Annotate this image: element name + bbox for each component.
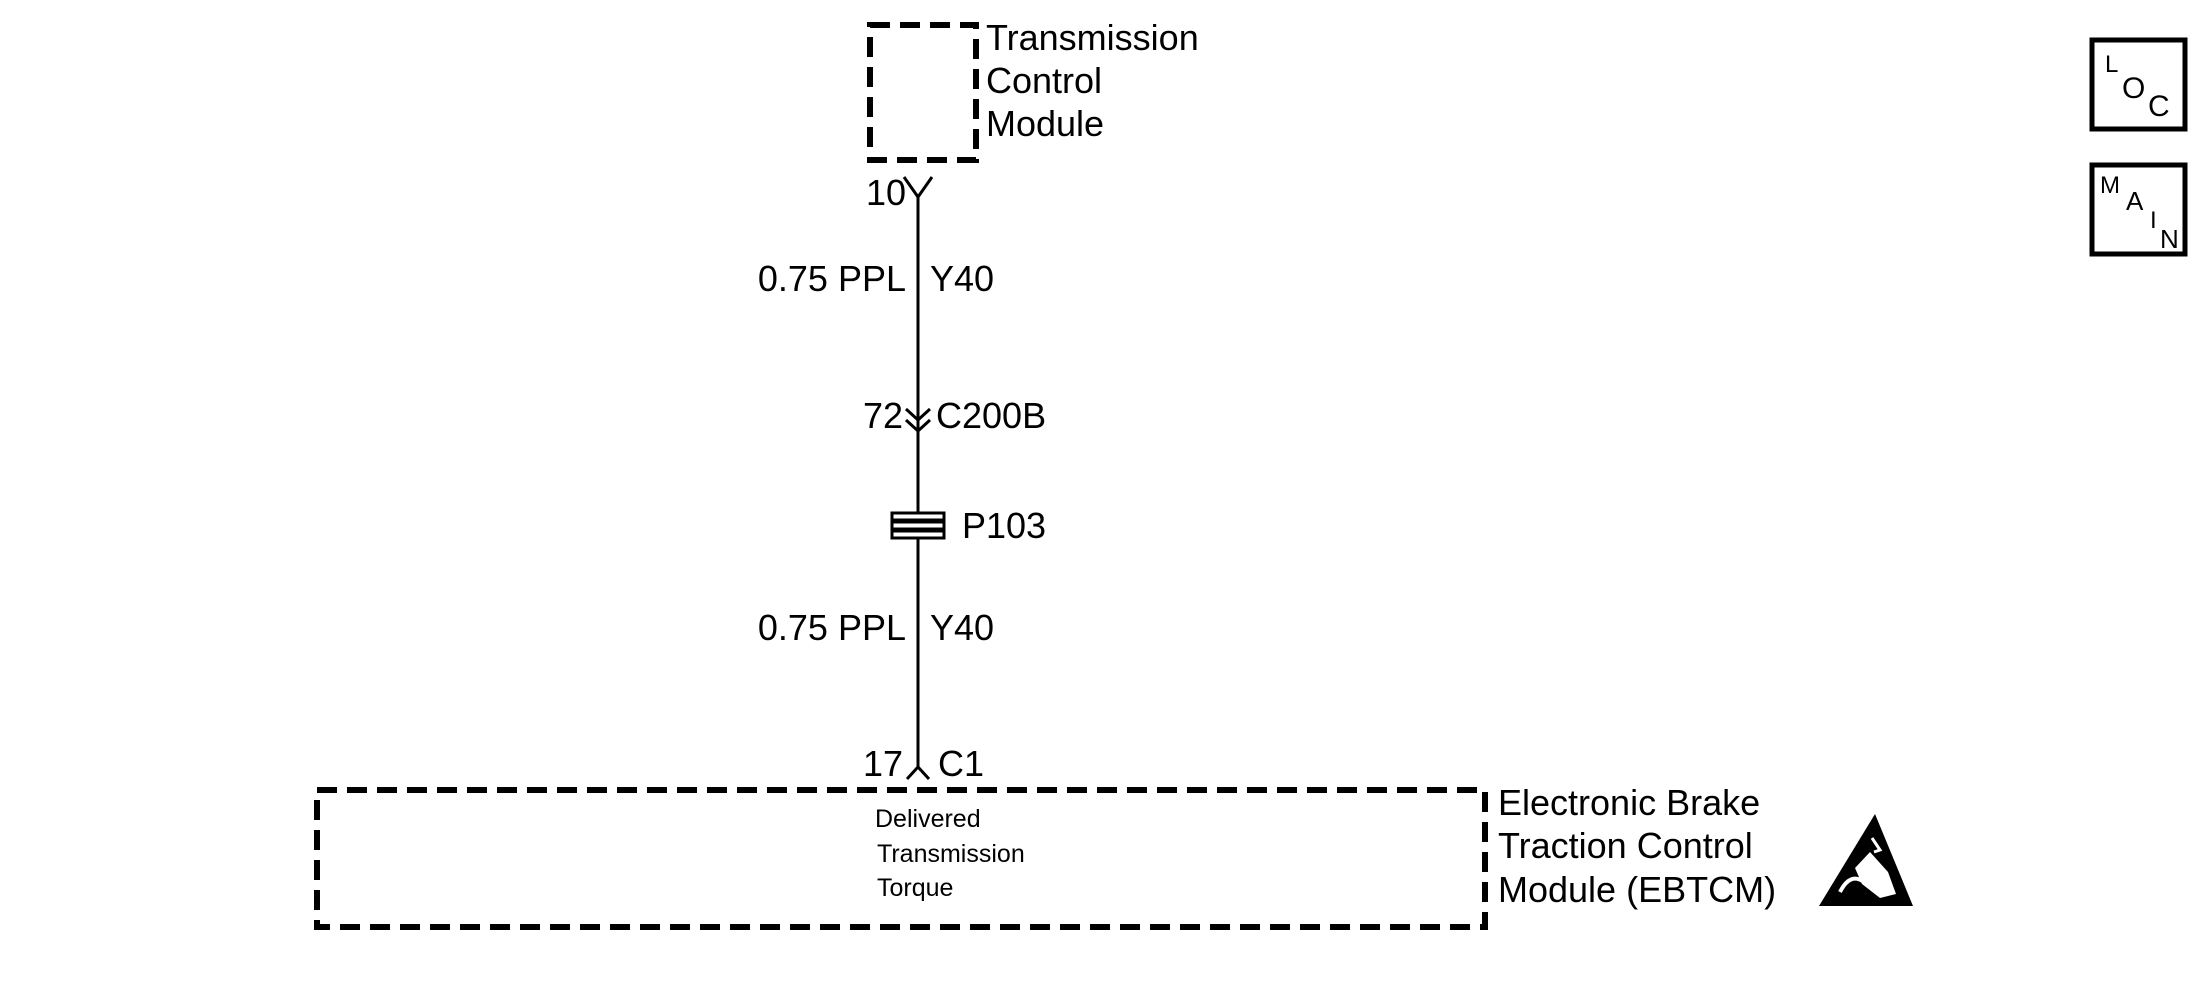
wire-top-circuit: Y40 bbox=[930, 258, 994, 299]
ebtcm-internal-line2: Transmission bbox=[877, 840, 1025, 868]
tcm-box bbox=[867, 22, 979, 163]
ebtcm-box bbox=[314, 787, 1488, 930]
wire-bottom-circuit: Y40 bbox=[930, 607, 994, 648]
female-terminal-icon bbox=[902, 176, 934, 200]
loc-char-2: O bbox=[2122, 72, 2145, 105]
esd-warning-icon bbox=[1819, 814, 1913, 906]
main-button[interactable]: M A I N bbox=[2089, 162, 2188, 257]
ebtcm-internal-line3: Torque bbox=[877, 874, 953, 902]
splice-name: P103 bbox=[962, 505, 1046, 546]
ebtcm-label-line1: Electronic Brake bbox=[1498, 782, 1760, 823]
wire-bottom-gauge-color: 0.75 PPL bbox=[758, 607, 906, 648]
male-terminal-icon bbox=[905, 764, 931, 781]
tcm-label-line2: Control bbox=[986, 60, 1102, 101]
loc-button[interactable]: L O C bbox=[2089, 37, 2188, 132]
tcm-label-line3: Module bbox=[986, 103, 1104, 144]
main-char-1: M bbox=[2100, 172, 2120, 199]
inline-connector-icon bbox=[904, 407, 932, 434]
main-char-4: N bbox=[2160, 224, 2179, 254]
tcm-pin-number: 10 bbox=[866, 172, 906, 213]
c200b-connector-name: C200B bbox=[936, 395, 1046, 436]
ebtcm-label-line2: Traction Control bbox=[1498, 825, 1753, 866]
loc-char-1: L bbox=[2105, 51, 2118, 78]
splice-pack-icon bbox=[890, 511, 946, 540]
wire-top-gauge-color: 0.75 PPL bbox=[758, 258, 906, 299]
c200b-pin-number: 72 bbox=[863, 395, 903, 436]
main-char-2: A bbox=[2126, 186, 2144, 216]
ebtcm-internal-line1: Delivered bbox=[875, 805, 981, 833]
main-char-3: I bbox=[2150, 207, 2157, 234]
c1-pin-number: 17 bbox=[863, 743, 903, 784]
tcm-label-line1: Transmission bbox=[986, 17, 1199, 58]
ebtcm-label-line3: Module (EBTCM) bbox=[1498, 869, 1776, 910]
loc-char-3: C bbox=[2148, 90, 2170, 123]
c1-connector-name: C1 bbox=[938, 743, 984, 784]
